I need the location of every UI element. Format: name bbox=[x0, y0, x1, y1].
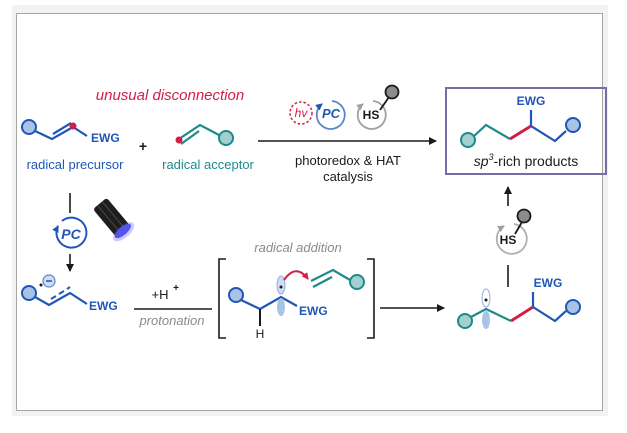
product-label-rest: -rich products bbox=[494, 153, 579, 169]
substituent-circle-blue bbox=[565, 117, 581, 133]
plus-sign: + bbox=[139, 138, 147, 154]
p-orbital-upper bbox=[276, 275, 286, 295]
protonation-label: protonation bbox=[138, 313, 204, 328]
product-label-sp: sp bbox=[474, 153, 489, 169]
hs-right-label: HS bbox=[500, 233, 517, 247]
reactive-site-dot bbox=[175, 136, 183, 144]
radical-acceptor-label: radical acceptor bbox=[162, 157, 254, 172]
hv-label: hv bbox=[295, 106, 309, 120]
radical-anion-structure bbox=[21, 274, 88, 307]
hs-label: HS bbox=[363, 108, 380, 122]
substituent-circle-teal bbox=[349, 274, 365, 290]
adduct-ewg-label: EWG bbox=[534, 276, 563, 290]
intermediate-h-label: H bbox=[256, 327, 265, 341]
reactive-site-dot bbox=[69, 122, 77, 130]
thiol-catalyst-circle bbox=[516, 208, 532, 224]
radical-dot bbox=[39, 283, 43, 287]
pc-left-label: PC bbox=[61, 226, 81, 242]
radical-precursor-label: radical precursor bbox=[27, 157, 124, 172]
substituent-circle-teal bbox=[460, 132, 476, 148]
product-box bbox=[445, 87, 607, 175]
substituent-circle-teal bbox=[457, 313, 473, 329]
hat-catalyst-cycle-icon: HS bbox=[356, 84, 400, 130]
p-orbital-lower bbox=[482, 311, 490, 329]
protonation-reagent: +H bbox=[152, 287, 169, 302]
headline-unusual-disconnection: unusual disconnection bbox=[96, 87, 244, 104]
radical-acceptor-structure bbox=[175, 123, 234, 146]
pc-label: PC bbox=[322, 106, 341, 121]
curved-radical-arrow bbox=[283, 270, 309, 281]
thiol-catalyst-circle bbox=[384, 84, 400, 100]
substituent-circle-blue bbox=[228, 287, 244, 303]
hat-catalyst-right-cycle-icon: HS bbox=[495, 208, 532, 255]
led-lamp-icon bbox=[94, 198, 135, 242]
radical-intermediate-structure bbox=[228, 268, 365, 326]
product-label: sp3-rich products bbox=[474, 152, 579, 169]
adduct-radical-structure bbox=[457, 288, 581, 329]
product-structure bbox=[460, 110, 581, 148]
radical-dot bbox=[484, 298, 488, 302]
substituent-circle-teal bbox=[218, 130, 234, 146]
product-ewg-label: EWG bbox=[517, 94, 546, 108]
radical-dot bbox=[279, 285, 283, 289]
radical-precursor-structure bbox=[21, 119, 88, 141]
photocatalyst-left-cycle-icon: PC bbox=[52, 216, 88, 249]
substituent-circle-blue bbox=[565, 299, 581, 315]
light-hv-icon: hv bbox=[289, 101, 313, 125]
left-bracket bbox=[218, 258, 226, 339]
radical-addition-label: radical addition bbox=[254, 240, 341, 255]
p-orbital-lower bbox=[277, 298, 285, 316]
conditions-line-2: catalysis bbox=[323, 169, 373, 184]
anion-ewg-label: EWG bbox=[89, 299, 118, 313]
photocatalyst-cycle-icon: PC bbox=[315, 100, 346, 130]
right-bracket bbox=[367, 258, 375, 339]
substituent-circle-blue bbox=[21, 119, 37, 135]
intermediate-ewg-label: EWG bbox=[299, 304, 328, 318]
precursor-ewg-label: EWG bbox=[91, 131, 120, 145]
conditions-line-1: photoredox & HAT bbox=[295, 153, 401, 168]
product-label-superscript: 3 bbox=[488, 152, 493, 162]
substituent-circle-blue bbox=[21, 285, 37, 301]
p-orbital-upper bbox=[481, 288, 491, 308]
protonation-superscript: + bbox=[173, 283, 179, 294]
